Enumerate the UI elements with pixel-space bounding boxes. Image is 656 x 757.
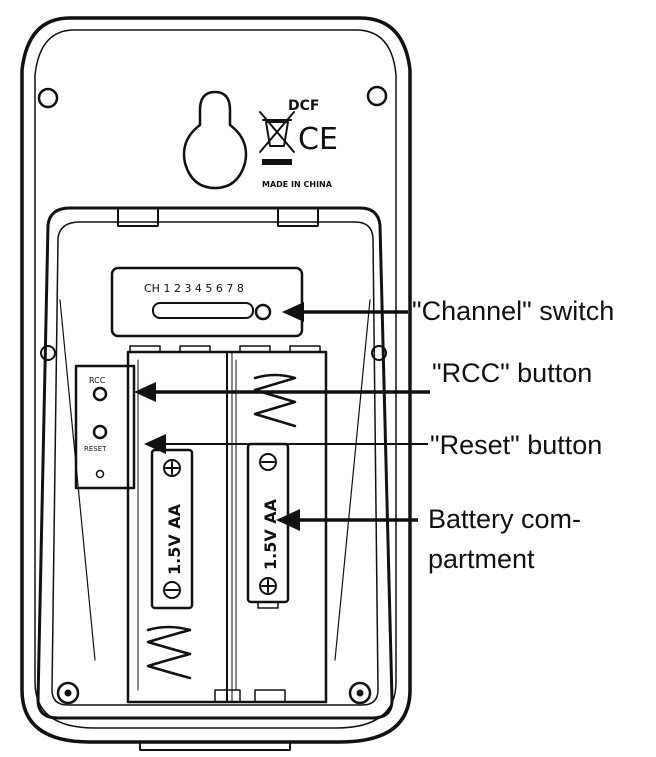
reset-button[interactable]: [92, 424, 108, 440]
rcc-button[interactable]: [92, 386, 108, 402]
channel-switch-panel: [110, 266, 304, 338]
battery-left-label: 1.5V AA: [165, 503, 184, 575]
callout-channel-switch: "Channel" switch: [412, 296, 615, 326]
led-indicator: [95, 469, 105, 479]
rcc-label: RCC: [89, 376, 106, 385]
callout-rcc-button: "RCC" button: [432, 358, 593, 388]
reset-label: RESET: [84, 445, 107, 453]
keyhole-hanger: [182, 90, 248, 190]
callout-battery-line1: Battery com-: [428, 504, 582, 534]
battery-right-label: 1.5V AA: [261, 498, 280, 570]
channel-slider-track: [152, 302, 254, 319]
latch-tab-left: [117, 207, 159, 227]
housing-outline: [20, 16, 412, 744]
side-clip-right: [371, 345, 387, 361]
housing-inner-outline: [34, 29, 397, 729]
channel-numbers: CH 1 2 3 4 5 6 7 8: [144, 282, 244, 295]
latch-tab-right: [277, 207, 319, 227]
ce-mark: CE: [298, 122, 338, 157]
channel-switch-knob[interactable]: [254, 303, 272, 321]
weee-bin-icon: [259, 111, 295, 153]
compartment-edge-left: [59, 299, 96, 661]
compartment-edge-right: [334, 299, 371, 661]
side-clip-left: [40, 345, 56, 361]
battery-left: [150, 448, 194, 610]
screw-bottom-right: [348, 681, 372, 705]
housing-foot: [139, 741, 291, 751]
weee-bar: [262, 159, 292, 165]
screw-hole-top-right: [366, 85, 388, 107]
spring-bottom-left: [146, 625, 192, 680]
compartment-inner: [51, 221, 379, 706]
callout-battery-line2: partment: [428, 544, 535, 574]
compartment-outline: [36, 206, 394, 720]
made-in-label: MADE IN CHINA: [262, 180, 333, 189]
screw-bottom-left: [56, 681, 80, 705]
callout-reset-button: "Reset" button: [430, 430, 603, 460]
button-panel: [74, 364, 136, 490]
screw-hole-top-left: [37, 87, 59, 109]
spring-top-right: [253, 373, 297, 428]
dcf-mark: DCF: [288, 98, 319, 114]
